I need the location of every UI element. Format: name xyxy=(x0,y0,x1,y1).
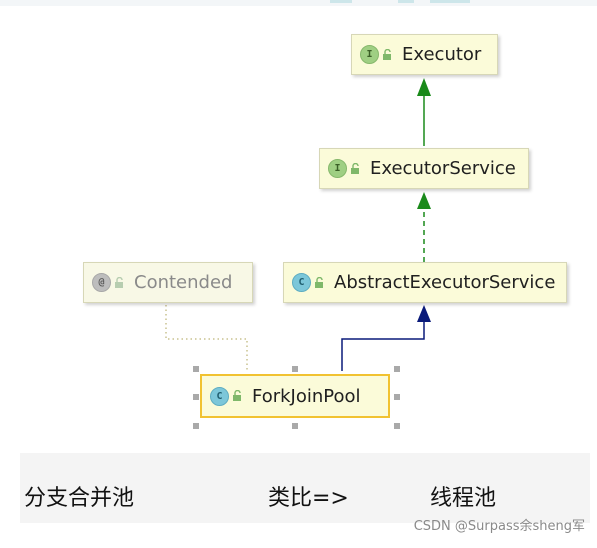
caption-band xyxy=(20,453,590,523)
top-strip xyxy=(0,0,597,6)
node-label: ForkJoinPool xyxy=(252,385,361,407)
caption-right: 线程池 xyxy=(430,486,497,511)
node-label: AbstractExecutorService xyxy=(334,272,556,293)
selection-handle[interactable] xyxy=(394,423,400,429)
extends-edge xyxy=(341,322,425,371)
selection-handle[interactable] xyxy=(292,423,298,429)
interface-icon: I xyxy=(328,159,347,178)
node-label: Contended xyxy=(134,272,233,293)
node-executor[interactable]: I Executor xyxy=(351,34,498,75)
node-executor-service[interactable]: I ExecutorService xyxy=(319,148,529,189)
selection-handle[interactable] xyxy=(193,366,199,372)
node-label: Executor xyxy=(402,44,482,65)
arrowhead xyxy=(417,78,431,96)
selection-handle[interactable] xyxy=(292,366,298,372)
node-label: ExecutorService xyxy=(370,158,516,179)
lock-open-icon xyxy=(115,276,123,288)
selection-handle[interactable] xyxy=(193,394,199,400)
class-icon: C xyxy=(210,386,229,406)
lock-open-icon xyxy=(383,48,391,60)
abstract-class-icon: C xyxy=(292,273,311,292)
caption-middle: 类比=> xyxy=(268,486,349,511)
top-mark xyxy=(398,0,414,3)
selection-handle[interactable] xyxy=(193,423,199,429)
caption-left: 分支合并池 xyxy=(24,486,135,511)
selection-handle[interactable] xyxy=(394,366,400,372)
top-mark xyxy=(430,0,470,3)
top-mark xyxy=(330,0,352,3)
node-abstract-executor-service[interactable]: C AbstractExecutorService xyxy=(283,262,567,303)
node-fork-join-pool[interactable]: C ForkJoinPool xyxy=(200,374,390,418)
annotation-edge xyxy=(165,305,248,371)
selection-handle[interactable] xyxy=(394,394,400,400)
lock-open-icon xyxy=(351,162,359,174)
watermark: CSDN @Surpass余sheng军 xyxy=(413,519,585,534)
lock-open-icon xyxy=(233,390,241,401)
node-contended[interactable]: @ Contended xyxy=(83,262,253,303)
arrowhead xyxy=(417,192,431,209)
lock-open-icon xyxy=(315,276,323,288)
arrowhead xyxy=(417,305,431,322)
annotation-icon: @ xyxy=(92,273,111,292)
interface-icon: I xyxy=(360,45,379,64)
